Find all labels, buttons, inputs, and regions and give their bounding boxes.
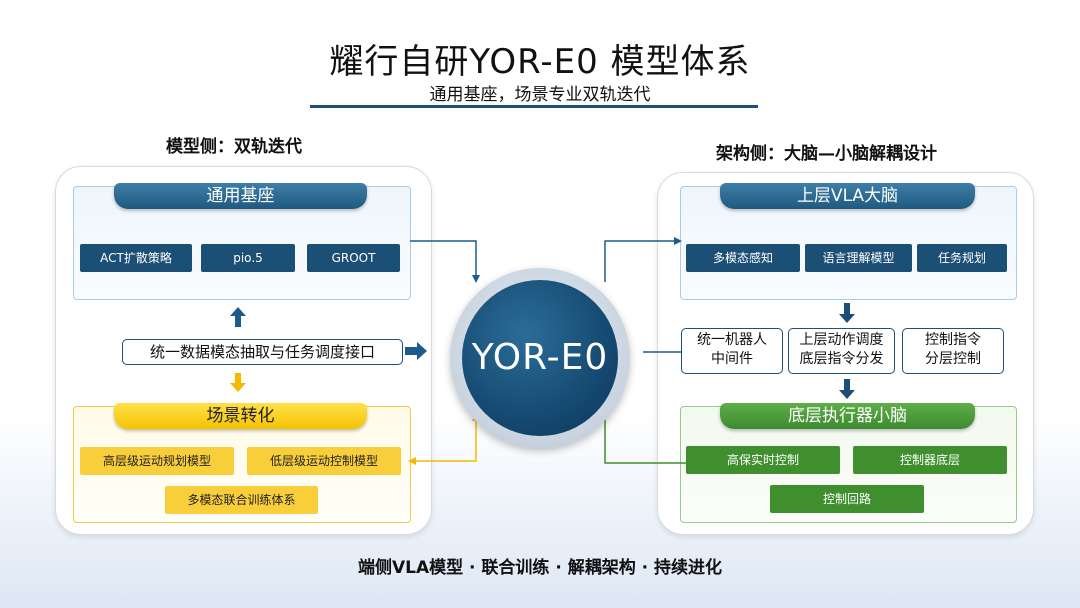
- data-modality-interface-box: 统一数据模态抽取与任务调度接口: [122, 339, 403, 365]
- base-to-center-connector: [410, 240, 480, 283]
- arrow-down-to-cerebellum-icon: [839, 379, 855, 399]
- left-side-label: 模型侧：双轨迭代: [166, 137, 302, 157]
- page-title: 耀行自研YOR-E0 模型体系: [329, 42, 751, 82]
- robot-middleware-line2: 中间件: [711, 351, 753, 367]
- center-to-brain-connector: [604, 237, 682, 282]
- chip-groot: GROOT: [307, 244, 400, 272]
- chip-pio5: pio.5: [201, 244, 295, 272]
- center-to-cerebellum-connector: [604, 418, 686, 464]
- arrow-down-to-scene-icon: [230, 373, 246, 392]
- layered-control-line2: 分层控制: [925, 351, 981, 367]
- scene-to-center-connector: [408, 413, 480, 465]
- chip-multimodal-training: 多模态联合训练体系: [165, 486, 318, 514]
- center-node: YOR-E0: [462, 280, 618, 436]
- footer-tagline: 端侧VLA模型 · 联合训练 · 解耦架构 · 持续进化: [357, 558, 723, 578]
- chip-act-diffusion: ACT扩散策略: [80, 244, 192, 272]
- chip-high-level-planning: 高层级运动规划模型: [80, 447, 234, 475]
- action-dispatch-line2: 底层指令分发: [799, 351, 884, 367]
- scene-transform-header: 场景转化: [114, 403, 367, 429]
- action-dispatch-box: 上层动作调度 底层指令分发: [788, 328, 895, 374]
- chip-multimodal-perception: 多模态感知: [686, 244, 800, 272]
- chip-controller-base: 控制器底层: [853, 446, 1007, 474]
- chip-realtime-control: 高保实时控制: [686, 446, 840, 474]
- arrow-down-from-brain-icon: [839, 303, 855, 323]
- chip-language-model: 语言理解模型: [805, 244, 912, 272]
- general-base-header: 通用基座: [114, 183, 367, 209]
- right-side-label: 架构侧：大脑—小脑解耦设计: [716, 144, 937, 164]
- page-subtitle: 通用基座，场景专业双轨迭代: [429, 85, 651, 105]
- chip-task-planning: 任务规划: [917, 244, 1007, 272]
- chip-low-level-control: 低层级运动控制模型: [247, 447, 401, 475]
- layered-control-box: 控制指令 分层控制: [902, 328, 1004, 374]
- arrow-up-to-base-icon: [230, 307, 246, 327]
- action-dispatch-line1: 上层动作调度: [799, 332, 884, 348]
- layered-control-line1: 控制指令: [925, 332, 981, 348]
- robot-middleware-line1: 统一机器人: [697, 332, 767, 348]
- title-underline: [310, 105, 758, 108]
- robot-middleware-box: 统一机器人 中间件: [681, 328, 783, 374]
- lower-cerebellum-header: 底层执行器小脑: [720, 403, 975, 429]
- upper-brain-header: 上层VLA大脑: [720, 183, 975, 209]
- arrow-right-to-center-icon: [405, 342, 427, 360]
- chip-control-loop: 控制回路: [770, 485, 924, 513]
